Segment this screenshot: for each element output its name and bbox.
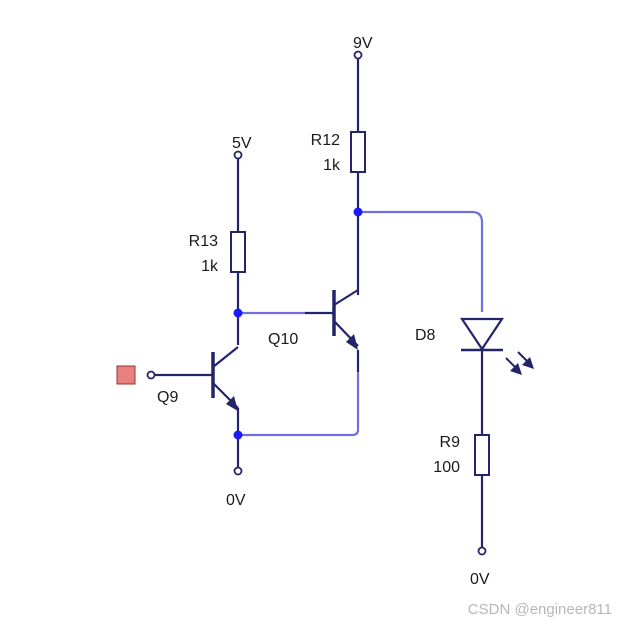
label-r13-value: 1k <box>201 258 219 275</box>
label-r9-value: 100 <box>433 459 460 476</box>
wire-q10-emitter-ground <box>238 372 360 437</box>
wire-node-led <box>358 210 484 312</box>
label-q10: Q10 <box>268 331 298 348</box>
transistor-q9[interactable] <box>153 346 239 411</box>
label-r13-name: R13 <box>189 233 218 250</box>
label-r12-name: R12 <box>311 132 340 149</box>
resistor-r13[interactable] <box>230 231 246 273</box>
label-r9-name: R9 <box>440 434 461 451</box>
label-9v: 9V <box>353 35 373 52</box>
junction-r13-node <box>233 308 243 318</box>
input-marker[interactable] <box>116 365 136 385</box>
resistor-r9[interactable] <box>474 434 490 476</box>
terminal-5v[interactable] <box>233 150 243 160</box>
label-d8: D8 <box>415 327 436 344</box>
watermark: CSDN @engineer811 <box>468 601 612 618</box>
led-d8[interactable] <box>459 317 534 375</box>
terminal-0v-q9[interactable] <box>233 466 243 476</box>
label-0v-q9: 0V <box>226 492 246 509</box>
label-q9: Q9 <box>157 389 178 406</box>
transistor-q10[interactable] <box>305 289 359 350</box>
terminal-0v-led[interactable] <box>477 546 487 556</box>
label-0v-led: 0V <box>470 571 490 588</box>
terminal-input[interactable] <box>146 370 156 380</box>
resistor-r12[interactable] <box>350 131 366 173</box>
terminal-9v[interactable] <box>353 50 363 60</box>
label-5v: 5V <box>232 135 252 152</box>
junction-ground-node <box>233 430 243 440</box>
label-r12-value: 1k <box>323 157 341 174</box>
junction-r12-node <box>353 207 363 217</box>
